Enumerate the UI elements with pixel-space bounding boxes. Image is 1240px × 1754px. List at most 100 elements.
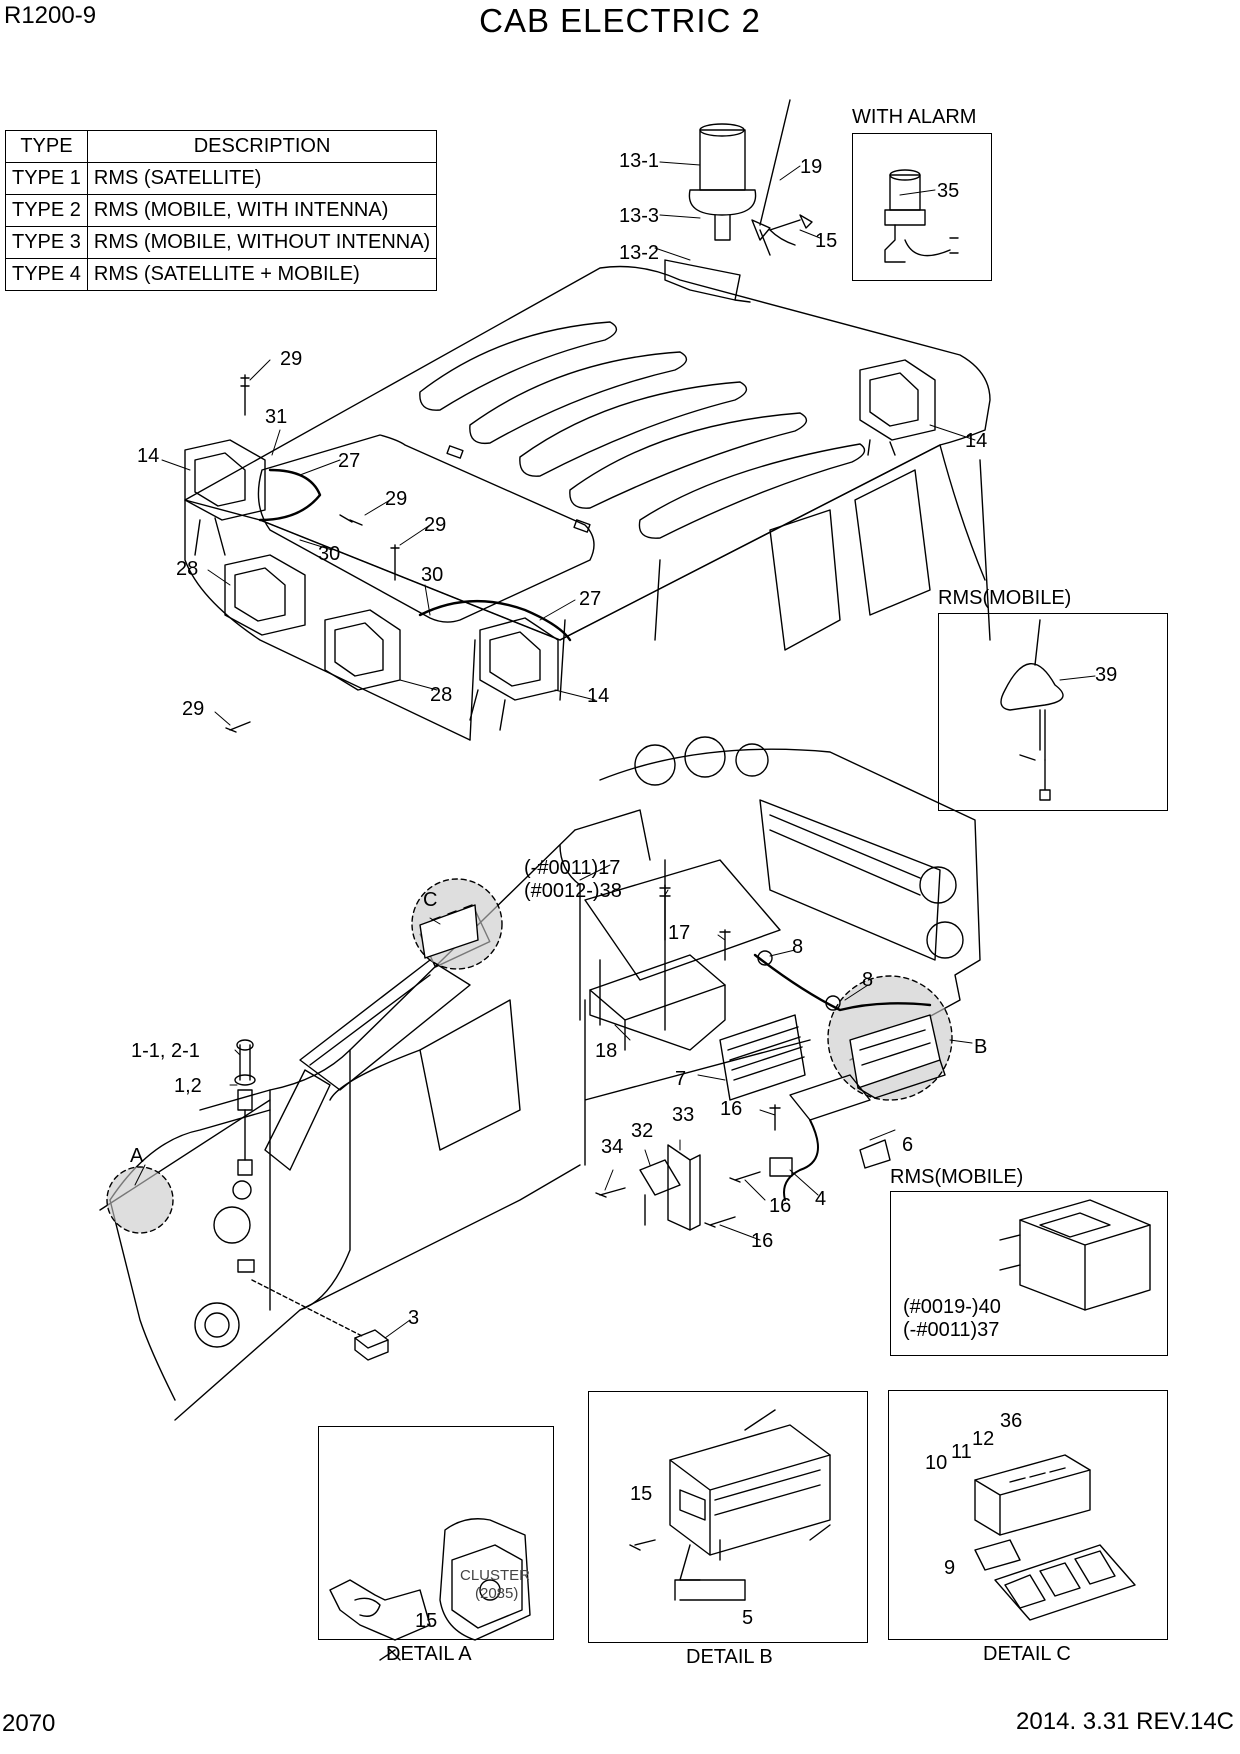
with-alarm-panel (852, 133, 992, 281)
callout-14-mid: 14 (587, 685, 610, 707)
revision-date: 2014. 3.31 REV.14C (1016, 1708, 1234, 1735)
callout-3: 3 (408, 1307, 420, 1329)
callout-40: (#0019-)40 (903, 1296, 1001, 1318)
relay-4 (769, 1157, 793, 1177)
callout-29-c: 29 (424, 514, 447, 536)
rms-antenna-39 (1000, 619, 1064, 801)
callout-29-b: 29 (385, 488, 408, 510)
callout-28-b: 28 (430, 684, 453, 706)
lamp-harness (258, 468, 572, 642)
callout-9: 9 (944, 1557, 956, 1579)
callout-30-a: 30 (318, 543, 341, 565)
alarm-beacon-35 (884, 169, 959, 263)
rms-mobile-caption-2: RMS(MOBILE) (890, 1166, 1024, 1188)
callout-13-3: 13-3 (619, 205, 660, 227)
callout-27-a: 27 (338, 450, 361, 472)
bolts-29 (225, 374, 400, 733)
callout-36: 36 (1000, 1410, 1023, 1432)
detail-a-caption: DETAIL A (386, 1643, 472, 1665)
callout-34: 34 (601, 1136, 624, 1158)
callout-1-2: 1,2 (174, 1075, 202, 1097)
table-row: TYPE 4 RMS (SATELLITE + MOBILE) (5, 258, 438, 291)
antenna-19 (751, 99, 796, 256)
callout-39: 39 (1095, 664, 1118, 686)
clamp-8-a (757, 950, 773, 966)
callout-15-top: 15 (815, 230, 838, 252)
harness-8 (753, 953, 932, 1012)
rms-mobile-antenna-panel (938, 613, 1168, 811)
work-lamp-left-rear (184, 439, 266, 556)
with-alarm-caption: WITH ALARM (852, 106, 977, 128)
table-row: TYPE 3 RMS (MOBILE, WITHOUT INTENNA) (5, 226, 438, 259)
callout-1-1-2-1: 1-1, 2-1 (131, 1040, 200, 1062)
detail-b-panel (588, 1391, 868, 1643)
callout-18: 18 (595, 1040, 618, 1062)
page-title: CAB ELECTRIC 2 (479, 2, 761, 39)
model-number: R1200-9 (4, 2, 97, 29)
callout-13-1: 13-1 (619, 150, 660, 172)
beacon-assembly (664, 123, 757, 303)
bolt-15-top (769, 214, 813, 231)
switch-panel-c (419, 904, 479, 959)
callout-29-d: 29 (182, 698, 205, 720)
type-cell: TYPE 4 (5, 258, 88, 291)
callout-4: 4 (815, 1188, 827, 1210)
callout-19: 19 (800, 156, 823, 178)
cluster-label: CLUSTER (460, 1567, 531, 1584)
work-lamp-right-rear (859, 359, 936, 456)
detail-a-art (329, 1518, 531, 1661)
rms-mobile-terminal-panel (890, 1191, 1168, 1356)
rms-terminal-40 (999, 1199, 1151, 1311)
callout-31: 31 (265, 406, 288, 428)
bolt-16-a (769, 1104, 781, 1131)
bolt-17-b (719, 929, 731, 961)
callout-38: (#0012-)38 (524, 880, 622, 902)
callout-11: 11 (951, 1441, 972, 1463)
description-cell: RMS (MOBILE, WITHOUT INTENNA) (86, 226, 438, 259)
bolt-34 (595, 1187, 626, 1198)
callout-37: (-#0011)37 (903, 1319, 1000, 1341)
callout-27-b: 27 (579, 588, 602, 610)
callout-14-right: 14 (965, 430, 988, 452)
cab-interior (99, 736, 981, 1421)
description-cell: RMS (MOBILE, WITH INTENNA) (86, 194, 438, 227)
work-lamp-right-front (469, 617, 559, 731)
clamp-8-b (825, 995, 841, 1011)
amplifier-7 (719, 1014, 806, 1101)
callout-8-a: 8 (792, 936, 804, 958)
module-6 (783, 1074, 891, 1201)
callout-13-2: 13-2 (619, 242, 660, 264)
callout-15-detail-b: 15 (630, 1483, 653, 1505)
relay-bracket-32-33 (639, 1144, 701, 1231)
callout-12: 12 (972, 1428, 995, 1450)
type-cell: TYPE 3 (5, 226, 88, 259)
callout-33: 33 (672, 1104, 695, 1126)
bolt-16-b (729, 1171, 761, 1183)
description-cell: RMS (SATELLITE + MOBILE) (86, 258, 438, 291)
callout-15-detail-a: 15 (415, 1610, 438, 1632)
callout-a: A (130, 1145, 144, 1167)
key-switch (234, 1039, 256, 1176)
detail-b-art (629, 1409, 831, 1601)
detail-a-highlight (106, 1166, 174, 1234)
callout-16-a: 16 (720, 1098, 743, 1120)
callout-17-b: 17 (668, 922, 691, 944)
connector-3 (251, 1279, 389, 1361)
table-row: TYPE 2 RMS (MOBILE, WITH INTENNA) (5, 194, 438, 227)
cab-roof (184, 265, 991, 741)
detail-c-art (974, 1454, 1136, 1621)
type-table: TYPE DESCRIPTION TYPE 1 RMS (SATELLITE) … (5, 130, 438, 291)
callout-14-left: 14 (137, 445, 160, 467)
callout-8-b: 8 (862, 969, 874, 991)
callout-7: 7 (675, 1068, 687, 1090)
detail-b-caption: DETAIL B (686, 1646, 773, 1668)
detail-c-panel (888, 1390, 1168, 1640)
work-lamp-center-front (324, 609, 401, 691)
type-header: TYPE (5, 130, 88, 163)
cluster-code: (2085) (475, 1585, 519, 1602)
callout-30-b: 30 (421, 564, 444, 586)
page-number: 2070 (2, 1710, 56, 1737)
callout-16-b: 16 (769, 1195, 792, 1217)
detail-c-caption: DETAIL C (983, 1643, 1071, 1665)
